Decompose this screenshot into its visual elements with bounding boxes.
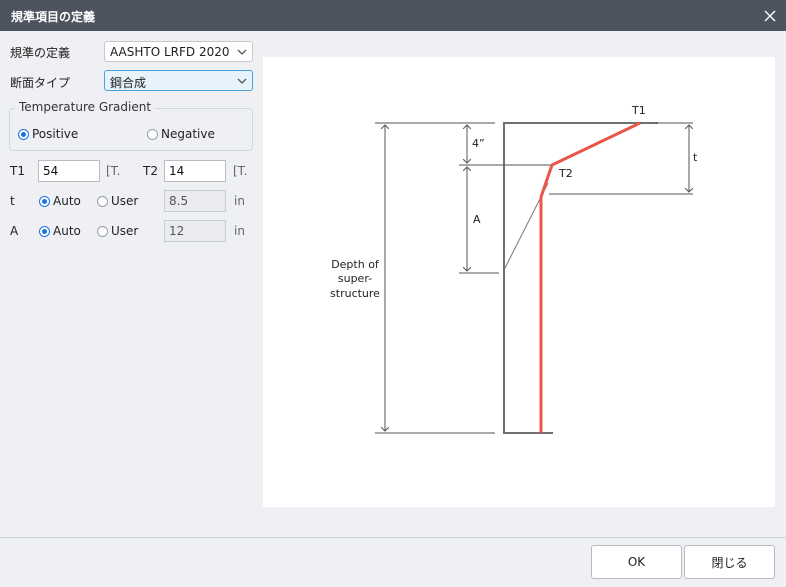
diagram-panel: T1 T2 4” t A Depth of super- structure xyxy=(263,57,775,507)
a-value-input[interactable] xyxy=(164,220,226,242)
t1-unit: [T. xyxy=(106,164,120,178)
temperature-gradient-legend: Temperature Gradient xyxy=(15,100,156,114)
negative-label[interactable]: Negative xyxy=(161,127,215,141)
a-label: A xyxy=(10,224,19,238)
t-user-radio[interactable] xyxy=(97,196,108,207)
title-bar: 規準項目の定義 xyxy=(0,0,786,31)
t2-unit: [T. xyxy=(233,164,247,178)
ok-button[interactable]: OK xyxy=(591,545,682,579)
t-auto-label[interactable]: Auto xyxy=(53,194,81,208)
a-user-radio[interactable] xyxy=(97,226,108,237)
t2-diagram-label: T2 xyxy=(558,167,573,180)
window-title: 規準項目の定義 xyxy=(11,10,96,24)
depth-label-line3: structure xyxy=(330,287,380,300)
chevron-down-icon xyxy=(236,75,248,87)
depth-label-line2: super- xyxy=(338,272,372,285)
t2-input[interactable] xyxy=(164,160,226,182)
t1-label: T1 xyxy=(10,164,25,178)
t2-label: T2 xyxy=(143,164,158,178)
standard-value: AASHTO LRFD 2020 xyxy=(110,45,230,59)
chevron-down-icon xyxy=(236,46,248,58)
temperature-gradient-diagram: T1 T2 4” t A Depth of super- structure xyxy=(330,104,698,434)
standard-label: 規準の定義 xyxy=(10,46,71,60)
t-value-input[interactable] xyxy=(164,190,226,212)
a-unit: in xyxy=(234,224,245,238)
t-label: t xyxy=(10,194,15,208)
t1-input[interactable] xyxy=(38,160,100,182)
footer-divider xyxy=(0,537,786,538)
close-icon[interactable] xyxy=(760,6,780,26)
a-diagram-label: A xyxy=(473,213,481,226)
section-type-select[interactable]: 鋼合成 xyxy=(104,70,253,91)
positive-label[interactable]: Positive xyxy=(32,127,79,141)
four-inch-label: 4” xyxy=(472,137,485,150)
temperature-gradient-line xyxy=(539,121,641,433)
dimension-lines xyxy=(385,125,689,431)
t-diagram-label: t xyxy=(693,151,698,164)
section-type-label: 断面タイプ xyxy=(10,76,71,90)
section-outline xyxy=(503,122,658,434)
positive-radio[interactable] xyxy=(18,129,29,140)
t-user-label[interactable]: User xyxy=(111,194,139,208)
close-button[interactable]: 閉じる xyxy=(684,545,775,579)
t-auto-radio[interactable] xyxy=(39,196,50,207)
t-unit: in xyxy=(234,194,245,208)
standard-select[interactable]: AASHTO LRFD 2020 xyxy=(104,41,253,62)
section-type-value: 鋼合成 xyxy=(110,76,147,90)
a-auto-label[interactable]: Auto xyxy=(53,224,81,238)
a-auto-radio[interactable] xyxy=(39,226,50,237)
depth-label-line1: Depth of xyxy=(331,258,380,271)
extension-lines xyxy=(375,122,693,434)
negative-radio[interactable] xyxy=(147,129,158,140)
t1-diagram-label: T1 xyxy=(631,104,646,117)
a-user-label[interactable]: User xyxy=(111,224,139,238)
